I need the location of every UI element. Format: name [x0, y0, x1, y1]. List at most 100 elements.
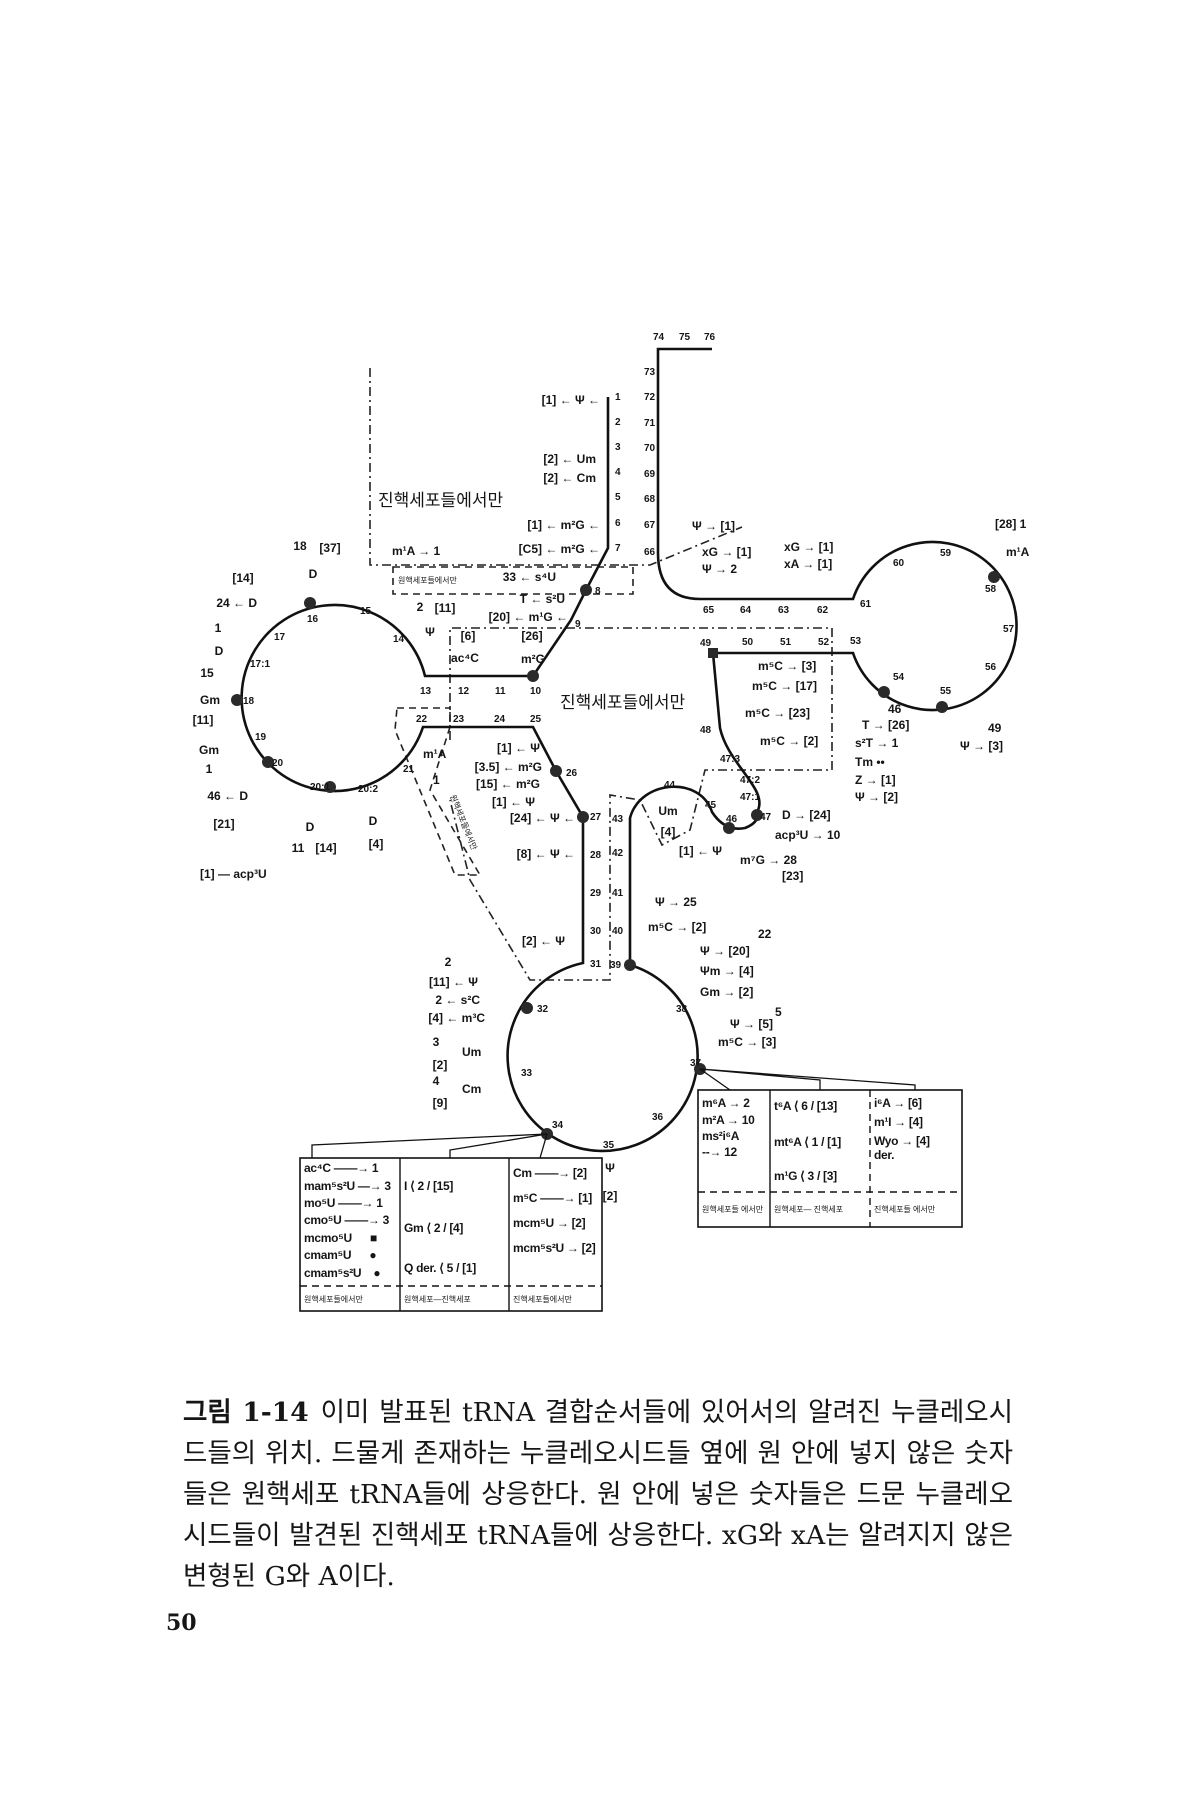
position-number: 15	[360, 606, 372, 617]
position-number: 28	[590, 850, 602, 861]
position-number: 25	[530, 714, 542, 725]
modification-annotation: Ψ → [2]	[855, 790, 898, 804]
table-cell: Gm ⟨ 2 / [4]	[404, 1221, 463, 1235]
modification-annotation: m⁵C → [2]	[760, 734, 818, 748]
table-cell: m¹G ⟨ 3 / [3]	[774, 1169, 837, 1183]
modification-annotation: xG → [1]	[784, 540, 833, 554]
modification-annotation: [1] ← Ψ	[679, 844, 722, 858]
modified-node	[878, 686, 890, 698]
modification-annotation: 18	[293, 539, 307, 553]
modification-annotation: 22	[758, 927, 772, 941]
modified-node	[624, 959, 636, 971]
modification-annotation: m⁵C → [2]	[648, 920, 706, 934]
position-number: 2	[615, 417, 621, 428]
table-cell: cmo⁵U ——→ 3	[304, 1213, 390, 1227]
modification-annotation: m⁷G → 28	[740, 853, 797, 867]
position-number: 47:2	[740, 775, 760, 786]
position-number: 39	[610, 960, 622, 971]
figure-caption-label: 그림 1-14	[183, 1397, 309, 1428]
position-number: 19	[255, 732, 267, 743]
position-number: 44	[664, 780, 676, 791]
table-cell: Q der. ⟨ 5 / [1]	[404, 1261, 476, 1275]
table-cell: m¹I → [4]	[874, 1115, 923, 1129]
position-number: 61	[860, 599, 872, 610]
modification-annotation: [11] ← Ψ	[429, 975, 478, 989]
modification-annotation: 2 ← s²C	[435, 993, 480, 1007]
modification-annotation: [28] 1	[995, 517, 1027, 531]
position-number: 45	[705, 800, 717, 811]
modification-annotation: [14]	[232, 571, 253, 585]
prok-only-region-rotated	[394, 707, 482, 876]
table-cell: i⁶A → [6]	[874, 1096, 922, 1110]
modification-annotation: D	[369, 814, 378, 828]
region-boxes	[369, 368, 833, 981]
position-number: 73	[644, 367, 656, 378]
modification-annotation: Tm ••	[855, 755, 885, 769]
modification-annotation: m¹A	[423, 747, 447, 761]
modified-node	[751, 809, 763, 821]
position-number: 46	[726, 814, 738, 825]
modification-annotation: ac⁴C	[451, 651, 479, 665]
modification-annotation: 46	[888, 702, 902, 716]
modification-annotation: 3	[433, 1035, 440, 1049]
position-number: 10	[530, 686, 542, 697]
trna-backbone	[240, 347, 1018, 1153]
modification-annotation: [15] ← m²G	[476, 777, 540, 791]
position-number: 71	[644, 418, 656, 429]
position-number: 69	[644, 469, 656, 480]
table-footer-label: 원핵세포들에서만	[304, 1294, 364, 1304]
position-number: 6	[615, 518, 621, 529]
modification-annotation: [1] ← Ψ	[492, 795, 535, 809]
modified-node	[231, 694, 243, 706]
modified-node	[262, 756, 274, 768]
position-number: 32	[537, 1004, 549, 1015]
euk-only-region-center	[449, 627, 833, 981]
position-number: 1	[615, 392, 621, 403]
modified-node	[304, 597, 316, 609]
modification-annotation: 1	[433, 773, 440, 787]
modification-annotation: 24 ← D	[216, 596, 257, 610]
modified-node	[988, 571, 1000, 583]
region-label-prok-only-rotated: 원핵세포들에서만	[448, 793, 480, 852]
position-number: 5	[615, 492, 621, 503]
modification-annotation: 1	[206, 762, 213, 776]
modification-annotation: m¹A → 1	[392, 544, 441, 558]
prok-only-region-small	[392, 566, 634, 595]
modification-annotation: [24] ← Ψ ←	[510, 811, 575, 825]
modification-annotation: Ψ → [20]	[700, 944, 750, 958]
modification-annotation: [1] ← Ψ	[497, 741, 540, 755]
modification-annotation: Gm	[200, 693, 220, 707]
position-number: 47:3	[720, 754, 740, 765]
position-number: 18	[243, 696, 255, 707]
position-number: 31	[590, 959, 602, 970]
modification-annotation: 5	[775, 1005, 782, 1019]
modified-node	[521, 1002, 533, 1014]
position-number: 17:1	[250, 659, 270, 670]
modification-annotation: Ψ → [3]	[960, 739, 1003, 753]
table-cell: mt⁶A ⟨ 1 / [1]	[774, 1135, 841, 1149]
modification-annotation: 49	[988, 721, 1002, 735]
table-cell: Cm ——→ [2]	[513, 1166, 587, 1180]
position-number: 22	[416, 714, 428, 725]
modification-annotation: [3.5] ← m²G	[475, 760, 542, 774]
position-number: 36	[652, 1112, 664, 1123]
modification-annotation: [1] — acp³U	[200, 867, 267, 881]
page-number: 50	[166, 1610, 197, 1636]
position-number: 51	[780, 637, 792, 648]
modification-annotation: [2]	[433, 1058, 448, 1072]
position-number: 42	[612, 848, 624, 859]
position-number: 66	[644, 547, 656, 558]
modification-annotation: m⁵C → [17]	[752, 679, 817, 693]
table-cell: m²A → 10	[702, 1113, 755, 1127]
modification-annotation: T ← s²U	[520, 592, 565, 606]
table-cell: cmam⁵s²U ●	[304, 1266, 380, 1280]
modified-node	[550, 765, 562, 777]
modified-node	[527, 670, 539, 682]
modification-annotation: 11	[292, 841, 305, 855]
modification-annotation: D	[309, 567, 318, 581]
figure-caption-text: 이미 발표된 tRNA 결합순서들에 있어서의 알려진 누클레오시드들의 위치.…	[183, 1397, 1013, 1592]
